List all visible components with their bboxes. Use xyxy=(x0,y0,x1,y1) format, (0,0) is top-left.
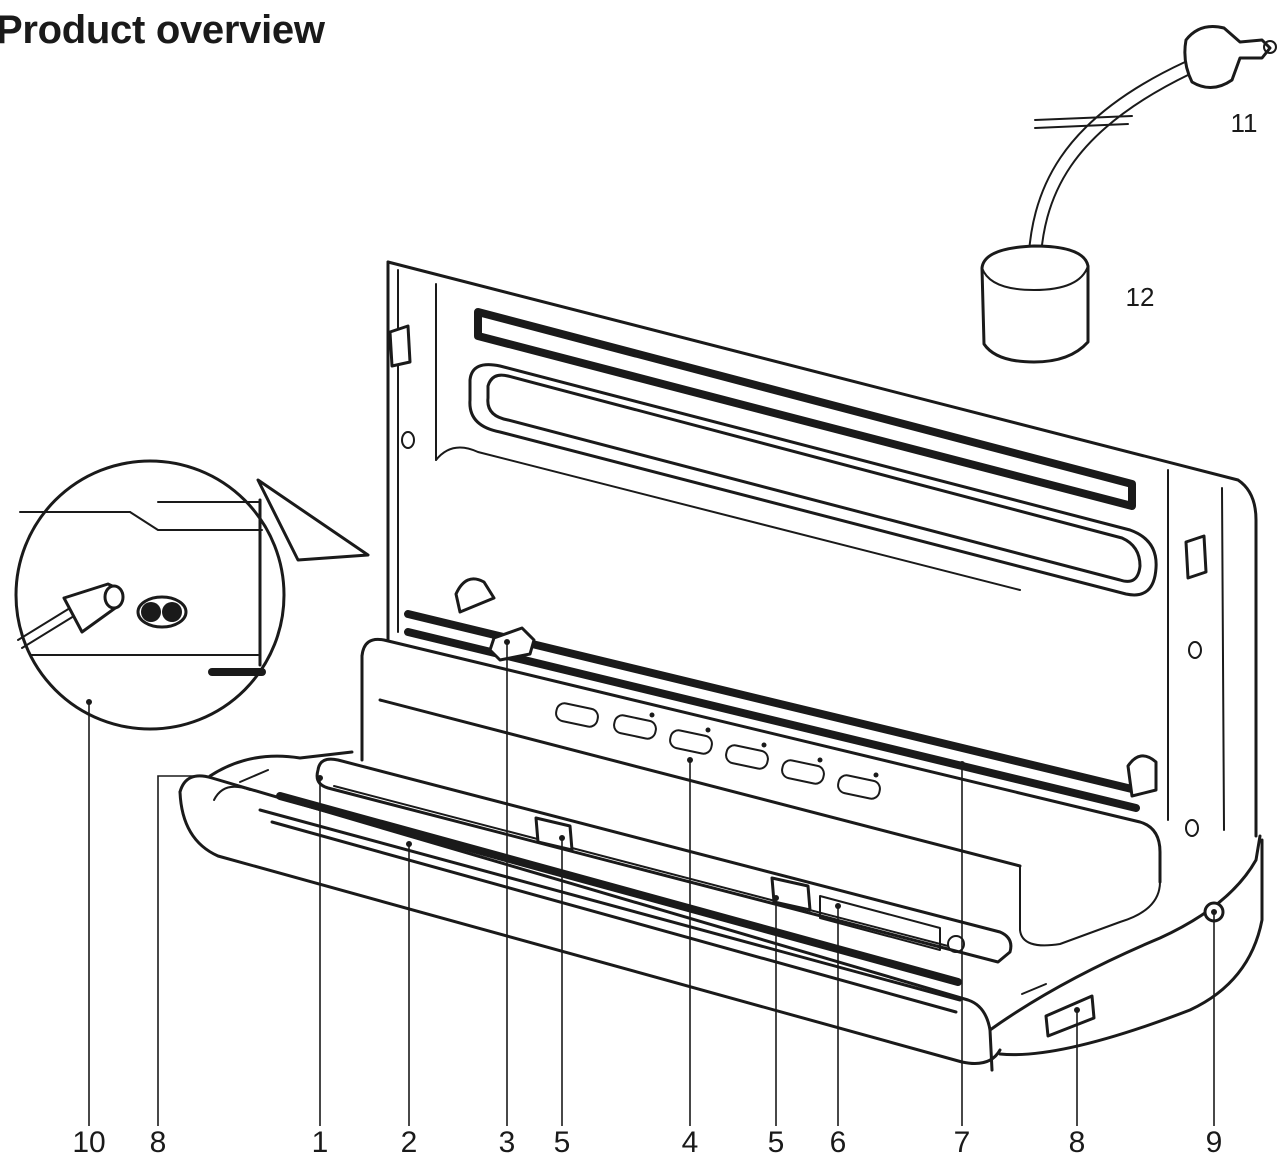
callout-8: 8 xyxy=(150,1126,167,1159)
callout-10: 10 xyxy=(72,1126,105,1159)
callout-6: 6 xyxy=(830,1126,847,1159)
callout-11: 11 xyxy=(1231,108,1258,138)
callout-7: 7 xyxy=(954,1126,971,1159)
callout-9: 9 xyxy=(1206,1126,1223,1159)
page-title: Product overview xyxy=(0,8,325,52)
callout-2: 2 xyxy=(401,1126,418,1159)
accessory-hose-and-canister xyxy=(980,25,1277,364)
callout-5: 5 xyxy=(554,1126,571,1159)
callout-12: 12 xyxy=(1126,282,1155,312)
callout-5: 5 xyxy=(768,1126,785,1159)
control-panel-buttons xyxy=(555,702,881,800)
callout-8: 8 xyxy=(1069,1126,1086,1159)
callout-3: 3 xyxy=(499,1126,516,1159)
leader-lines xyxy=(86,639,1217,1126)
leader-8a xyxy=(157,775,206,1126)
callout-labels: 10 8 1 2 3 5 4 5 6 7 8 9 11 12 xyxy=(72,108,1257,1159)
callout-1: 1 xyxy=(312,1126,329,1159)
inset-detail-power-socket xyxy=(14,459,370,731)
callout-4: 4 xyxy=(682,1126,699,1159)
vacuum-sealer-appliance xyxy=(178,260,1264,1072)
